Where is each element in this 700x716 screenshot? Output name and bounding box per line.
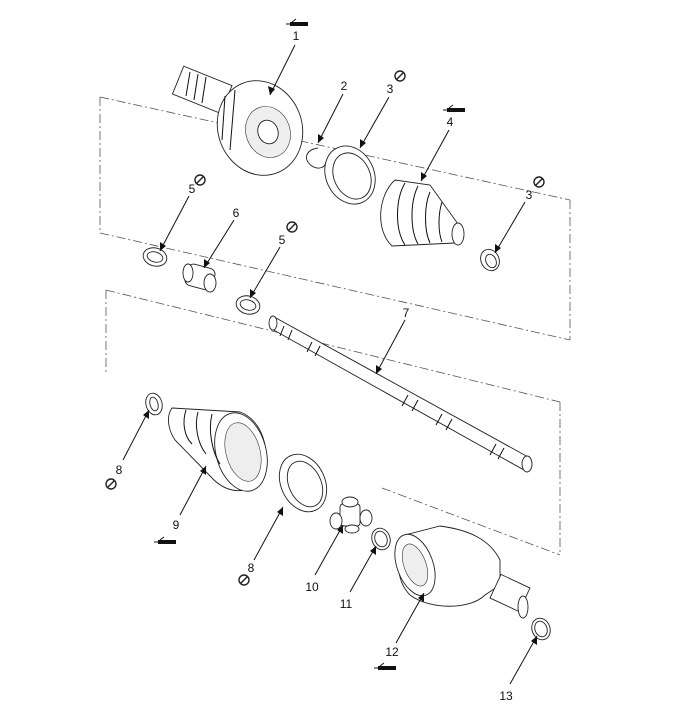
no-reuse-icon — [105, 478, 117, 490]
snap-ring-2 — [306, 147, 327, 169]
boot-band-8-small — [145, 392, 163, 416]
drive-shaft — [268, 315, 533, 473]
part-label-7: 7 — [403, 306, 410, 320]
part-label-4: 4 — [447, 115, 454, 129]
no-reuse-icon — [238, 574, 250, 586]
spider-assembly — [329, 496, 373, 534]
boot-band-8-large — [278, 453, 328, 513]
no-reuse-icon — [394, 70, 406, 82]
circlip-13 — [531, 617, 551, 641]
part-label-8-lower: 8 — [248, 561, 255, 575]
lower-group-frame — [105, 289, 561, 556]
boot-band-5-left — [142, 247, 168, 267]
part-label-1: 1 — [293, 29, 300, 43]
part-label-13: 13 — [499, 689, 513, 703]
part-label-5-right: 5 — [279, 233, 286, 247]
upper-group-frame — [99, 96, 571, 341]
outer-cv-joint — [171, 65, 304, 176]
part-label-2: 2 — [341, 79, 348, 93]
no-reuse-icon — [533, 176, 545, 188]
outer-boot — [380, 179, 465, 247]
grease-tube-icon — [286, 18, 308, 26]
part-label-10: 10 — [305, 580, 319, 594]
grease-tube-icon — [374, 662, 396, 670]
grease-tube-icon — [154, 536, 176, 544]
snap-ring-11 — [371, 527, 391, 551]
boot-band-5-right — [235, 295, 261, 315]
part-label-5-left: 5 — [189, 182, 196, 196]
grease-tube-icon — [443, 104, 465, 112]
part-label-3-right: 3 — [526, 188, 533, 202]
part-label-9: 9 — [173, 518, 180, 532]
boot-band-large-upper — [324, 145, 376, 205]
part-label-6: 6 — [233, 206, 240, 220]
part-label-11: 11 — [340, 597, 353, 611]
inner-joint-housing — [394, 525, 531, 619]
no-reuse-icon — [194, 174, 206, 186]
inner-boot — [168, 407, 268, 492]
leader-arrows — [122, 44, 538, 685]
part-label-12: 12 — [385, 645, 399, 659]
part-label-8-upper: 8 — [116, 463, 123, 477]
dynamic-damper — [182, 263, 217, 293]
no-reuse-icon — [286, 221, 298, 233]
part-label-3-upper: 3 — [387, 82, 394, 96]
boot-band-small-right — [480, 248, 500, 272]
